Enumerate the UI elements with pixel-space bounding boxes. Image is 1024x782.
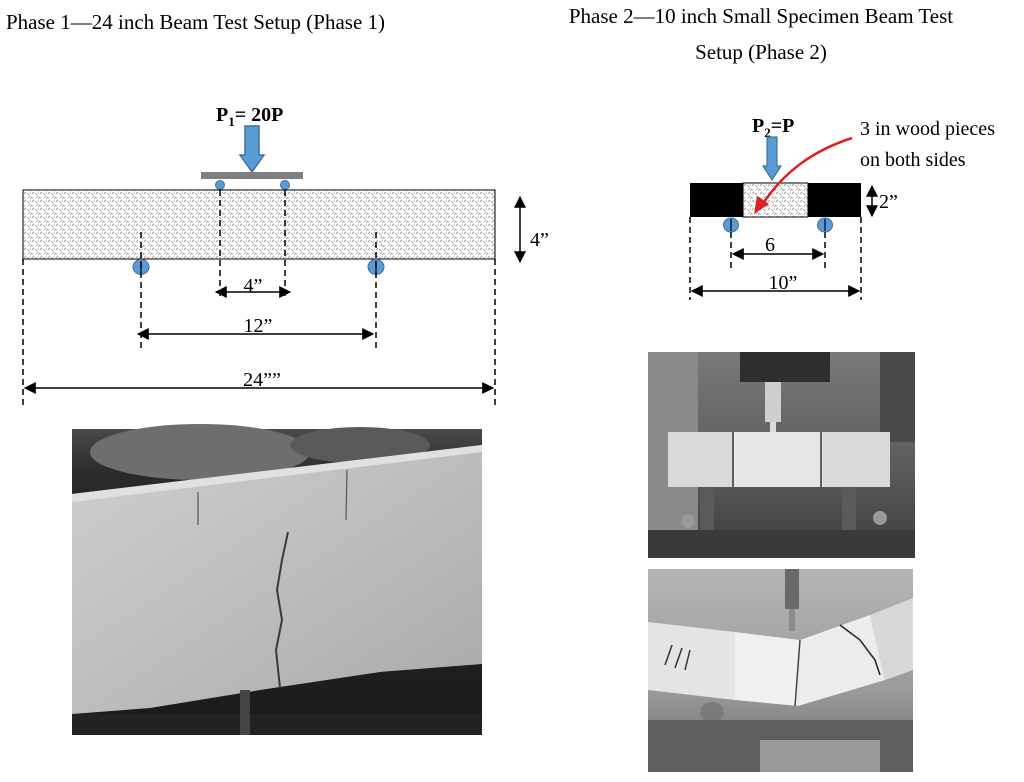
phase2-dim-length: 10” bbox=[769, 272, 798, 294]
phase2-wood-note-line1: 3 in wood pieces bbox=[860, 118, 995, 140]
phase2-dim-support-span: 6 bbox=[765, 234, 775, 256]
phase2-wood-right bbox=[808, 183, 861, 217]
phase1-diagram: P1= 20P 4” 4” 12” bbox=[22, 104, 549, 405]
phase2-title-line1: Phase 2—10 inch Small Specimen Beam Test bbox=[569, 4, 953, 28]
phase1-dim-support-span: 12” bbox=[244, 315, 273, 337]
phase1-photo bbox=[72, 424, 482, 735]
phase2-wood-note-line2: on both sides bbox=[860, 149, 966, 171]
phase1-beam bbox=[22, 189, 496, 260]
phase2-diagram: P2=P 3 in wood pieces on both sides 2” 6 bbox=[689, 115, 995, 300]
phase1-load-roller-left bbox=[215, 180, 225, 190]
phase2-dim-depth: 2” bbox=[879, 191, 898, 213]
phase2-photo-top bbox=[648, 352, 915, 558]
phase1-dim-length: 24”” bbox=[243, 369, 281, 391]
phase1-loading-plate bbox=[201, 172, 303, 179]
phase1-load-arrow bbox=[238, 125, 266, 174]
phase2-wood-left bbox=[690, 183, 743, 217]
phase1-title: Phase 1—24 inch Beam Test Setup (Phase 1… bbox=[6, 10, 385, 34]
phase2-title-line2: Setup (Phase 2) bbox=[695, 40, 827, 64]
phase2-load-arrow bbox=[761, 136, 783, 182]
phase1-load-roller-right bbox=[280, 180, 290, 190]
phase2-pointer-arrow bbox=[760, 136, 853, 206]
phase1-dim-load-span: 4” bbox=[244, 275, 263, 297]
phase2-load-label: P2=P bbox=[752, 115, 794, 140]
phase2-photo-bottom bbox=[648, 569, 913, 772]
phase1-load-label: P1= 20P bbox=[216, 104, 283, 129]
phase1-dim-depth: 4” bbox=[530, 229, 549, 251]
